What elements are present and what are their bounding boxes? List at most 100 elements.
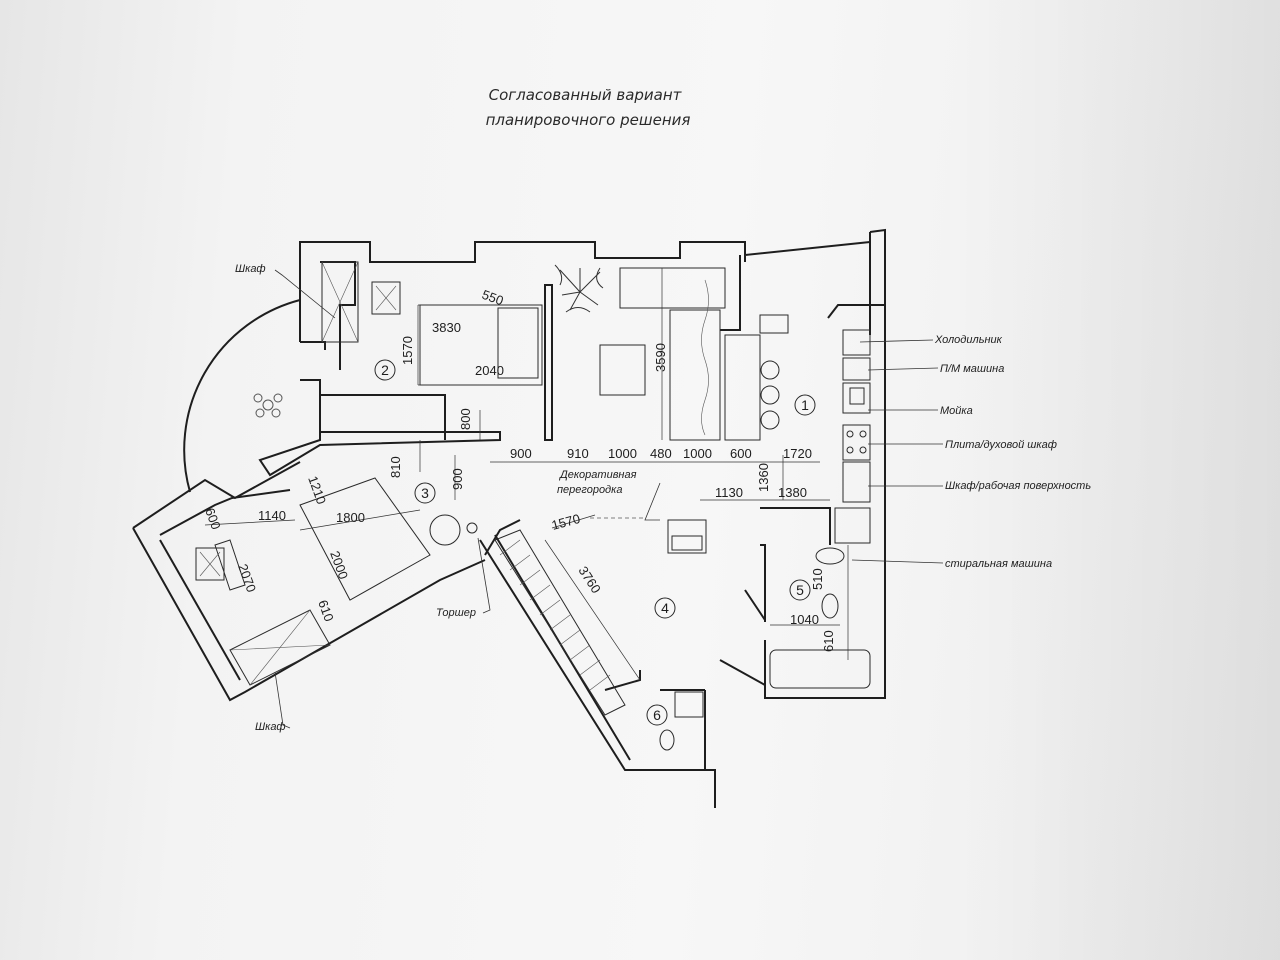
bar-counter bbox=[724, 334, 761, 441]
dim-1720: 1720 bbox=[783, 446, 812, 461]
burner-1 bbox=[846, 430, 854, 438]
bar-stool-2 bbox=[760, 385, 780, 405]
dim-480: 480 bbox=[650, 446, 672, 461]
label-fridge: Холодильник bbox=[934, 334, 1003, 346]
bar-stool-3 bbox=[760, 410, 780, 430]
bed-headboard-room2 bbox=[497, 307, 539, 379]
leader-dishwasher bbox=[867, 367, 939, 371]
bedroom-closet bbox=[320, 394, 446, 440]
bathroom-door-swing bbox=[744, 589, 766, 621]
kitchen-wall-stub bbox=[827, 304, 885, 319]
sink-bowl bbox=[849, 387, 865, 405]
room-numbers: 2 1 3 4 5 6 bbox=[374, 359, 816, 726]
lamp-room3 bbox=[195, 547, 225, 581]
dim-810: 810 bbox=[388, 456, 403, 478]
bedroom-top-wall-inner bbox=[320, 261, 356, 370]
label-partition-1: Декоративная bbox=[558, 469, 637, 481]
coffee-table bbox=[599, 344, 646, 396]
room-1-circle bbox=[794, 394, 816, 416]
top-wall bbox=[299, 241, 871, 342]
leader-lamp bbox=[477, 537, 491, 614]
label-lamp: Торшер bbox=[436, 607, 476, 619]
room3-corner bbox=[484, 519, 521, 556]
plant-decor bbox=[554, 264, 604, 313]
room-3-circle bbox=[414, 482, 436, 504]
label-dishwasher: П/М машина bbox=[940, 363, 1004, 375]
room-6-circle bbox=[646, 704, 668, 726]
dim-2070: 2070 bbox=[235, 562, 259, 594]
corridor-outer-wall bbox=[479, 539, 716, 808]
room3-inner-left bbox=[159, 539, 241, 681]
room-4-number: 4 bbox=[661, 600, 669, 616]
sink-unit bbox=[842, 382, 871, 414]
room-4-circle bbox=[654, 597, 676, 619]
wc-toilet bbox=[659, 729, 675, 751]
sofa-cushions bbox=[701, 279, 709, 436]
room-6-number: 6 bbox=[653, 707, 661, 723]
room3-outer-wall bbox=[132, 527, 486, 702]
dim-510: 510 bbox=[810, 568, 825, 590]
leader-wardrobe-top bbox=[274, 269, 336, 319]
label-worktop: Шкаф/рабочая поверхность bbox=[945, 480, 1091, 492]
dim-3590: 3590 bbox=[653, 343, 668, 372]
nightstand-room3 bbox=[214, 539, 246, 591]
leader-fridge bbox=[859, 339, 934, 343]
room3-top-wall bbox=[132, 461, 301, 529]
leader-partition bbox=[644, 482, 661, 521]
bathroom-top-wall bbox=[760, 507, 831, 545]
dim-1140: 1140 bbox=[258, 508, 286, 523]
title-line-2: планировочного решения bbox=[486, 111, 691, 129]
dim-600-a: 600 bbox=[730, 446, 752, 461]
dim-1000-b: 1000 bbox=[683, 446, 712, 461]
paper-shadow bbox=[955, 0, 1280, 960]
dim-550: 550 bbox=[480, 287, 506, 309]
label-stove: Плита/духовой шкаф bbox=[945, 439, 1057, 451]
burner-4 bbox=[859, 446, 867, 454]
bathroom-door-leaf bbox=[719, 659, 766, 686]
decorative-partition-wall bbox=[544, 284, 553, 441]
room-5-circle bbox=[789, 579, 811, 601]
dim-610-a: 610 bbox=[315, 598, 337, 624]
dim-1800: 1800 bbox=[336, 510, 365, 525]
leader-wardrobe-bottom bbox=[274, 671, 291, 729]
toilet bbox=[821, 593, 839, 619]
dim-600-b: 600 bbox=[202, 506, 224, 532]
burner-2 bbox=[859, 430, 867, 438]
bathroom-left-wall bbox=[760, 544, 766, 622]
fridge-unit bbox=[842, 329, 871, 356]
furniture bbox=[195, 261, 871, 751]
room3-inner-top bbox=[159, 489, 291, 536]
dim-1130: 1130 bbox=[715, 485, 743, 500]
room-3-number: 3 bbox=[421, 485, 429, 501]
hall-pouf-pattern bbox=[671, 535, 703, 551]
label-washer: стиральная машина bbox=[945, 558, 1052, 570]
dimension-lines bbox=[204, 268, 849, 681]
kitchen-island-top bbox=[759, 314, 789, 334]
walls bbox=[132, 228, 886, 808]
dishwasher-unit bbox=[842, 357, 871, 381]
dim-910: 910 bbox=[567, 446, 589, 461]
dim-2040: 2040 bbox=[475, 363, 504, 378]
dim-1000-a: 1000 bbox=[608, 446, 637, 461]
room-2-number: 2 bbox=[381, 362, 389, 378]
floor-lamp bbox=[429, 514, 461, 546]
callouts: Шкаф Шкаф Холодильник П/М машина Мойка П… bbox=[235, 263, 1091, 733]
dim-1360: 1360 bbox=[756, 463, 771, 492]
room-2-circle bbox=[374, 359, 396, 381]
label-partition-2: перегородка bbox=[557, 484, 622, 496]
dim-1570: 1570 bbox=[400, 336, 415, 365]
sofa-back bbox=[619, 267, 726, 309]
bedroom-lower-wall bbox=[258, 379, 501, 477]
washer-unit bbox=[834, 507, 871, 544]
bar-stool-1 bbox=[760, 360, 780, 380]
dim-610-b: 610 bbox=[821, 630, 836, 652]
dimension-texts: 550 3830 1570 2040 3590 800 810 900 900 … bbox=[202, 287, 836, 652]
floor-lamp-base bbox=[466, 522, 478, 534]
dim-1570-b: 1570 bbox=[550, 511, 582, 533]
corridor-wardrobe bbox=[494, 529, 626, 716]
dim-900-b: 900 bbox=[510, 446, 532, 461]
label-wardrobe-bottom: Шкаф bbox=[255, 721, 286, 733]
dim-800: 800 bbox=[458, 408, 473, 430]
